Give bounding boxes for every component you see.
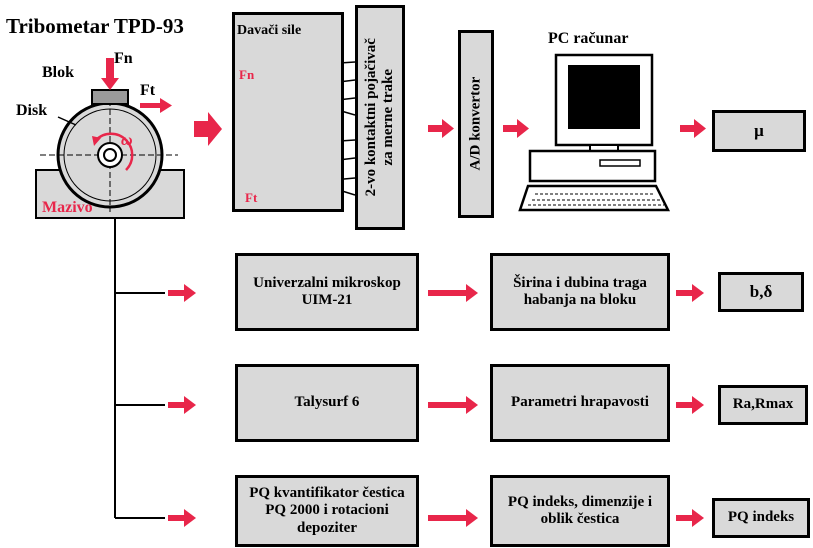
row1-instrument-box: Univerzalni mikroskop UIM-21 xyxy=(235,253,419,331)
diagram-title: Tribometar TPD-93 xyxy=(6,14,184,38)
arrow-ad-to-pc xyxy=(503,119,529,138)
disk-axle xyxy=(103,148,117,162)
amplifier-line-2: za merne trake xyxy=(380,69,396,166)
mazivo-label: Mazivo xyxy=(42,199,93,216)
pc-label: PC računar xyxy=(548,30,629,47)
arrow-row1-in xyxy=(168,284,196,302)
row3-instrument-label: PQ kvantifikator čestica PQ 2000 i rotac… xyxy=(249,485,405,536)
row1-output-label: b,δ xyxy=(749,282,773,302)
mu-output-label: μ xyxy=(754,121,764,141)
arrow-row3-out xyxy=(676,509,704,527)
amplifier-line-1: 2-vo kontaktni pojačivač xyxy=(362,38,379,197)
arrow-pojacivac-to-ad xyxy=(428,119,454,138)
row2-output-label: Ra,Rmax xyxy=(732,396,794,413)
rotation-arrow xyxy=(95,132,134,171)
mu-output-box: μ xyxy=(712,110,806,152)
pc-computer xyxy=(518,53,671,212)
block-shape xyxy=(91,89,129,105)
row2-measurement-label: Parametri hrapavosti xyxy=(511,394,649,411)
blok-label: Blok xyxy=(42,64,75,81)
row2-output-box: Ra,Rmax xyxy=(718,385,808,425)
row1-measurement-label: Širina i dubina traga habanja na bloku xyxy=(513,274,647,308)
fn-arrowhead xyxy=(101,78,119,90)
ft-label: Ft xyxy=(140,82,156,99)
keyboard xyxy=(518,184,671,212)
arrow-row2-mid xyxy=(428,396,478,414)
ft-sensor-label: Ft xyxy=(245,190,258,205)
row1-output-box: b,δ xyxy=(718,272,804,312)
amplifier-box: 2-vo kontaktni pojačivač za merne trake xyxy=(355,5,405,230)
ad-converter-label: A/D konvertor xyxy=(467,77,484,171)
row3-instrument-box: PQ kvantifikator čestica PQ 2000 i rotac… xyxy=(235,475,419,547)
force-sensors-title: Davači sile xyxy=(237,23,302,38)
disk-label: Disk xyxy=(16,102,48,119)
flow-arrows xyxy=(168,112,706,527)
arrow-row3-in xyxy=(168,509,196,527)
drive-slot xyxy=(599,159,641,167)
row3-measurement-label: PQ indeks, dimenzije i oblik čestica xyxy=(507,493,653,527)
row3-output-box: PQ indeks xyxy=(712,498,810,538)
arrow-pc-to-mu xyxy=(680,119,706,138)
arrow-row2-out xyxy=(676,396,704,414)
row1-instrument-label: Univerzalni mikroskop UIM-21 xyxy=(253,274,401,308)
fn-arrow-shaft xyxy=(106,58,114,80)
arrow-tribo-to-davaci xyxy=(194,112,222,146)
disk-label-leader xyxy=(57,116,77,126)
row3-measurement-box: PQ indeks, dimenzije i oblik čestica xyxy=(490,475,670,547)
tribometer-apparatus xyxy=(35,58,185,219)
ft-arrowhead xyxy=(160,98,172,113)
row2-instrument-label: Talysurf 6 xyxy=(294,394,360,411)
arrow-row3-mid xyxy=(428,509,478,527)
ad-converter-box: A/D konvertor xyxy=(458,30,494,218)
arrow-row2-in xyxy=(168,396,196,414)
row3-output-label: PQ indeks xyxy=(727,509,795,526)
arrow-row1-mid xyxy=(428,284,478,302)
row2-measurement-box: Parametri hrapavosti xyxy=(490,364,670,442)
force-sensors-box: Davači sile Fn Ft xyxy=(232,12,344,212)
arrow-row1-out xyxy=(676,284,704,302)
row2-instrument-box: Talysurf 6 xyxy=(235,364,419,442)
fn-sensor-label: Fn xyxy=(239,67,255,82)
rotation-arrowhead xyxy=(92,136,101,146)
row1-measurement-box: Širina i dubina traga habanja na bloku xyxy=(490,253,670,331)
monitor-screen xyxy=(568,65,640,129)
ft-arrow-shaft xyxy=(140,103,160,108)
fn-label: Fn xyxy=(114,50,133,67)
omega-label: ω xyxy=(121,132,133,149)
